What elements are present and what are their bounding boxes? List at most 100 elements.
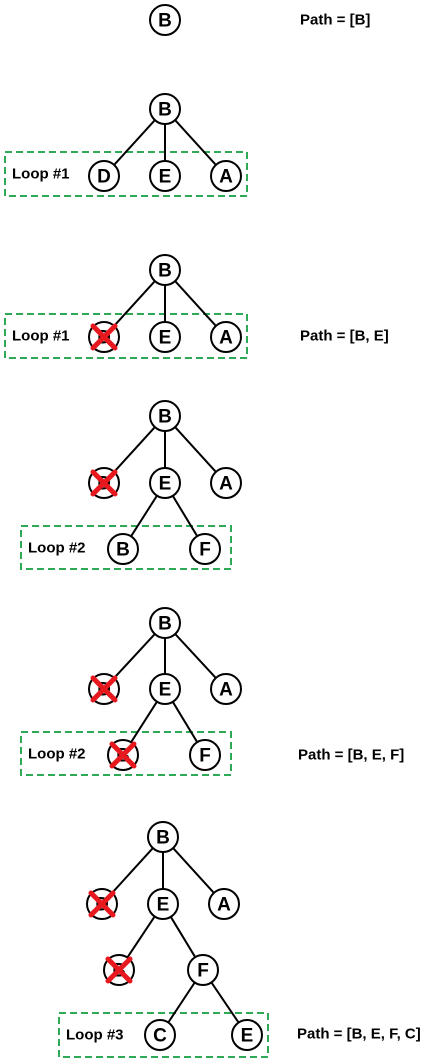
node-circle: [149, 93, 181, 125]
tree-node: E: [147, 888, 179, 920]
node-circle: [210, 321, 242, 353]
tree-node: F: [189, 533, 221, 565]
node-label: B: [158, 11, 172, 32]
tree-edge: [111, 847, 154, 894]
tree-edge: [174, 426, 217, 473]
tree-node: A: [210, 673, 242, 705]
tree-node: D: [88, 160, 120, 192]
node-label: F: [197, 961, 209, 982]
node-circle: [147, 821, 179, 853]
loop-frame: [58, 1012, 269, 1058]
node-circle: [208, 888, 240, 920]
tree-node: C: [144, 1019, 176, 1051]
node-label: E: [241, 1026, 254, 1047]
loop-label: Loop #1: [12, 166, 70, 183]
tree-node: E: [149, 467, 181, 499]
tree-node: B: [149, 4, 181, 36]
path-label: Path = [B, E]: [300, 328, 389, 345]
node-circle: [149, 673, 181, 705]
node-circle: [149, 400, 181, 432]
pruned-node: D: [88, 321, 120, 353]
node-label: B: [158, 407, 172, 428]
cross-mark-icon: [90, 675, 118, 703]
tree-node: E: [149, 160, 181, 192]
node-label: B: [158, 614, 172, 635]
node-label: B: [116, 540, 130, 561]
tree-edge: [113, 633, 156, 679]
tree-node: A: [210, 321, 242, 353]
loop-label: Loop #2: [28, 540, 86, 557]
loop-label: Loop #1: [12, 328, 70, 345]
node-circle: [149, 4, 181, 36]
node-circle: [231, 1019, 263, 1051]
cross-mark-icon: [90, 469, 118, 497]
pruned-node: D: [88, 673, 120, 705]
loop-frame: [20, 731, 232, 776]
pruned-node: D: [86, 888, 118, 920]
tree-edge: [174, 633, 217, 679]
tree-node: B: [149, 254, 181, 286]
tree-edge: [174, 280, 217, 327]
tree-panel: Loop #2BDEABFPath = [B, E, F]: [20, 607, 404, 776]
tree-edge: [130, 494, 158, 538]
tree-node: F: [187, 954, 219, 986]
tree-node: B: [107, 533, 139, 565]
node-label: F: [199, 540, 211, 561]
node-circle: [149, 321, 181, 353]
tree-panel: Loop #1 B D E A Path = [B, E]: [4, 254, 389, 359]
tree-edge: [126, 915, 156, 959]
node-circle: [210, 673, 242, 705]
node-circle: [189, 739, 221, 771]
tree-edge: [130, 700, 158, 744]
tree-node: E: [231, 1019, 263, 1051]
path-label: Path = [B, E, F, C]: [297, 1026, 421, 1043]
tree-node: B: [149, 400, 181, 432]
node-circle: [149, 467, 181, 499]
path-label: Path = [B, E, F]: [298, 747, 404, 764]
tree-node: B: [149, 607, 181, 639]
tree-edge: [210, 981, 240, 1024]
cross-mark-icon: [90, 323, 118, 351]
tree-panel: Loop #1 B D E A: [4, 93, 248, 197]
node-label: E: [159, 328, 172, 349]
node-circle: [210, 467, 242, 499]
pruned-node: B: [103, 954, 135, 986]
loop-label: Loop #3: [66, 1027, 124, 1044]
node-label: B: [158, 100, 172, 121]
node-circle: [149, 254, 181, 286]
node-label: E: [159, 474, 172, 495]
tree-node: A: [210, 467, 242, 499]
tree-edge: [171, 700, 199, 744]
tree-node: E: [149, 673, 181, 705]
tree-edge: [174, 119, 217, 166]
tree-node: F: [189, 739, 221, 771]
node-label: E: [159, 680, 172, 701]
node-label: A: [219, 167, 233, 188]
node-circle: [189, 533, 221, 565]
node-label: A: [219, 474, 233, 495]
node-label: A: [219, 680, 233, 701]
node-circle: [88, 160, 120, 192]
cross-mark-icon: [109, 741, 137, 769]
path-label: Path = [B]: [300, 12, 370, 29]
tree-panel: B Path = [B]: [149, 4, 370, 36]
tree-edge: [113, 280, 156, 327]
tree-node: B: [149, 93, 181, 125]
node-label: D: [97, 167, 111, 188]
node-label: E: [159, 167, 172, 188]
node-circle: [107, 533, 139, 565]
tree-panel: Loop #3BDEABFCEPath = [B, E, F, C]: [58, 821, 421, 1058]
tree-node: E: [149, 321, 181, 353]
cross-mark-icon: [88, 890, 116, 918]
loop-frame: [20, 525, 232, 570]
pruned-node: D: [88, 467, 120, 499]
node-circle: [149, 607, 181, 639]
node-circle: [147, 888, 179, 920]
tree-edge: [169, 915, 197, 959]
tree-panel: Loop #2 B D E A B F: [20, 400, 242, 570]
node-label: B: [156, 828, 170, 849]
node-circle: [210, 160, 242, 192]
cross-mark-icon: [105, 956, 133, 984]
node-label: F: [199, 746, 211, 767]
